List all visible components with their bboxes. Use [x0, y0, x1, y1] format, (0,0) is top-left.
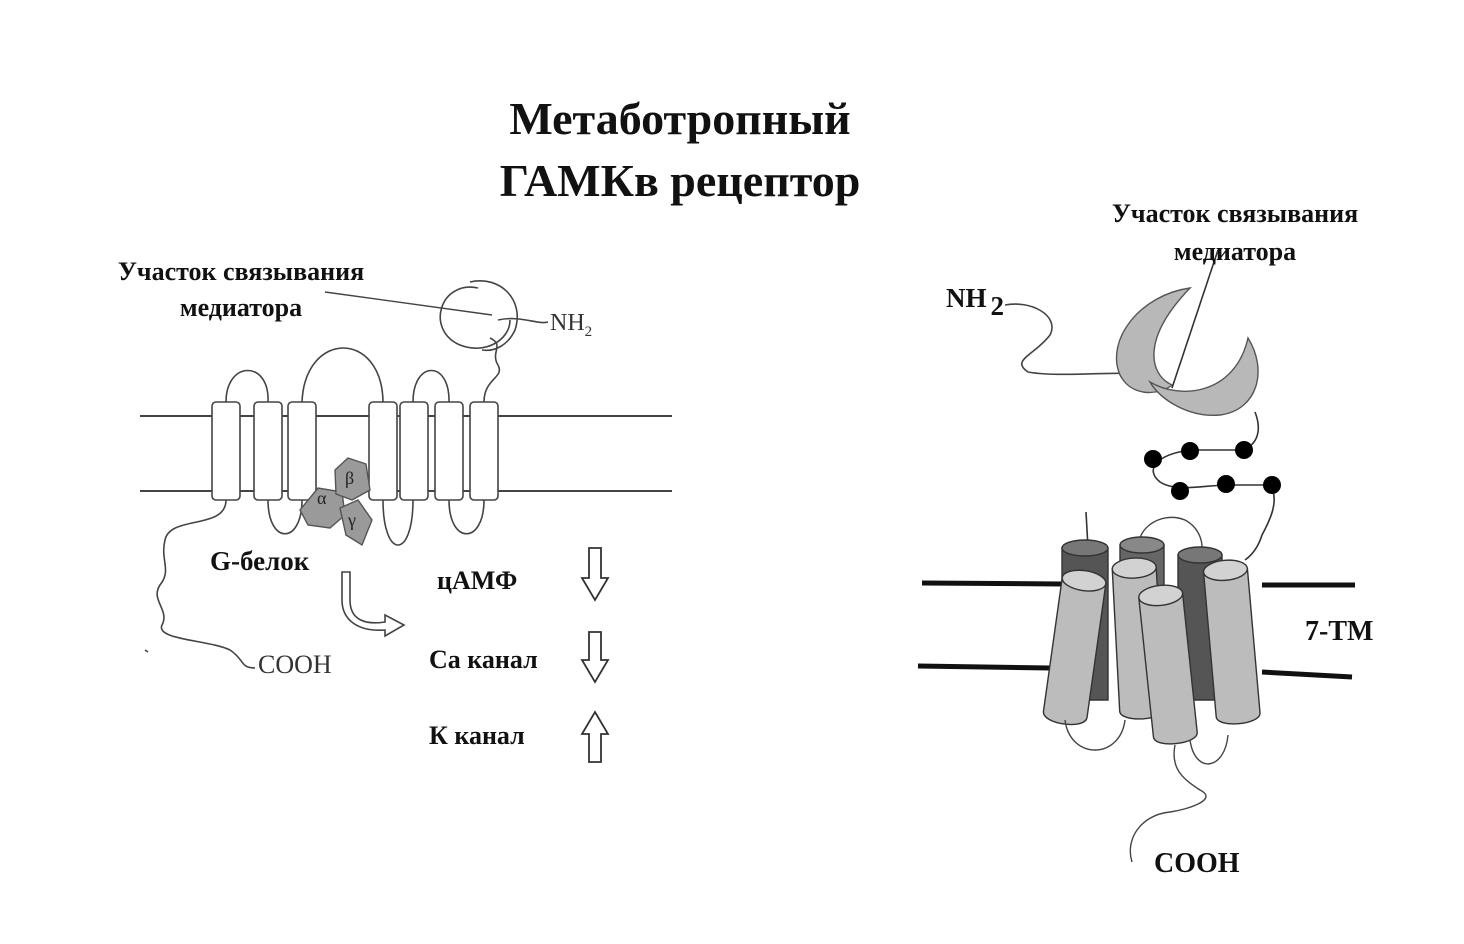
camp-effect-label: цАМФ: [437, 566, 518, 595]
left-binding-site-shape: [439, 280, 549, 352]
title-line-2: ГАМКв рецептор: [499, 155, 861, 206]
g-protein-complex: [299, 457, 373, 547]
left-binding-site-label-line1: Участок связывания: [117, 257, 365, 286]
right-binding-site-label-line1: Участок связывания: [1111, 199, 1359, 228]
left-helix-5: [399, 401, 429, 501]
bead-4: [1171, 482, 1189, 500]
right-binding-site-shape: [1115, 287, 1259, 416]
gamma-label: γ: [348, 510, 356, 530]
camp-down-arrow: [580, 547, 610, 602]
ca-channel-effect-label: Ca канал: [429, 645, 538, 674]
left-cooh-label: COOH: [258, 650, 332, 679]
k-channel-effect-label: К канал: [429, 721, 525, 750]
right-binding-site-label-line2: медиатора: [1173, 237, 1297, 266]
bead-2: [1181, 442, 1199, 460]
right-linker-chain: [1152, 411, 1275, 561]
left-binding-site-label: Участок связывания медиатора: [102, 254, 396, 326]
right-binding-site-label: Участок связывания медиатора: [1060, 195, 1410, 271]
left-binding-site-label-line2: медиатора: [179, 293, 303, 322]
right-linker-beads: [1144, 441, 1281, 500]
left-nh2-text: NH: [550, 310, 585, 336]
right-nh2-subscript: 2: [990, 291, 1005, 321]
g-protein-label: G-белок: [210, 546, 310, 576]
left-helix-7: [469, 401, 499, 501]
bead-6: [1263, 476, 1281, 494]
k-up-arrow: [580, 710, 610, 763]
right-cooh-label: COOH: [1154, 848, 1240, 879]
right-membrane-bottom-left: [917, 663, 1051, 671]
left-helix-2: [253, 401, 283, 501]
right-intracellular-loops: [1064, 719, 1229, 863]
left-helix-1: [211, 401, 241, 501]
g-protein-arrow: [341, 571, 406, 638]
right-7tm-label: 7-TM: [1305, 616, 1374, 647]
right-membrane-bottom-right: [1261, 669, 1353, 680]
bead-3: [1235, 441, 1253, 459]
effect-arrows: [580, 547, 610, 763]
right-n-terminal-tail: [1004, 303, 1141, 376]
ca-down-arrow: [580, 631, 610, 684]
gamma-subunit-shape: [339, 499, 373, 547]
title-line-1: Метаботропный: [509, 93, 851, 144]
left-helix-4: [368, 401, 398, 501]
right-binding-site-leader: [1171, 249, 1219, 389]
left-binding-site-leader: [324, 291, 493, 316]
left-nh2-subscript: 2: [584, 323, 593, 340]
left-tm-helices: [211, 401, 499, 501]
bead-5: [1217, 475, 1235, 493]
right-membrane-top-left: [921, 580, 1063, 587]
diagram-title: Метаботропный ГАМКв рецептор: [440, 88, 920, 212]
left-extracellular-loops: [225, 337, 501, 403]
alpha-label: α: [317, 488, 327, 508]
right-nh2-text: NH: [946, 283, 987, 313]
bead-1: [1144, 450, 1162, 468]
left-intracellular-loops: [144, 499, 485, 669]
beta-subunit-shape: [334, 457, 371, 501]
left-helix-3: [287, 401, 317, 501]
beta-label: β: [345, 468, 355, 488]
left-helix-6: [434, 401, 464, 501]
left-nh2-label: NH2: [550, 310, 592, 341]
right-front-helices: [1042, 557, 1261, 745]
